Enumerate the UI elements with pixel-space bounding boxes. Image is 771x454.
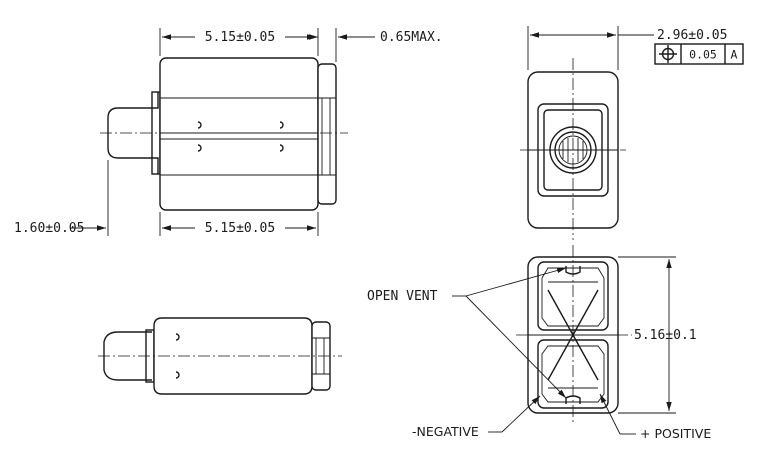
open-vent-label: OPEN VENT	[367, 289, 438, 304]
tolerance-value: 0.05	[689, 48, 717, 62]
cap-max-dimension: 0.65MAX.	[380, 30, 443, 45]
datum-letter: A	[731, 48, 738, 62]
side-width-dimension: 2.96±0.05	[657, 28, 727, 43]
top-view: 5.16±0.1	[516, 245, 697, 425]
callouts: OPEN VENT -NEGATIVE + POSITIVE	[367, 267, 711, 441]
position-symbol-icon	[659, 45, 677, 63]
height-dimension: 5.16±0.1	[634, 328, 697, 343]
end-view: 2.96±0.05 0.05 A	[520, 26, 744, 240]
negative-label: -NEGATIVE	[412, 424, 479, 439]
tolerance-frame: 0.05 A	[654, 43, 744, 65]
front-view: 5.15±0.05 0.65MAX. 1.60±0.05 5.15±0.05	[14, 28, 443, 236]
top-width-dimension: 5.15±0.05	[205, 30, 275, 45]
lead-length-dimension: 1.60±0.05	[14, 221, 84, 236]
positive-label: + POSITIVE	[640, 426, 711, 441]
bottom-width-dimension: 5.15±0.05	[205, 221, 275, 236]
side-view-lower	[98, 317, 342, 395]
